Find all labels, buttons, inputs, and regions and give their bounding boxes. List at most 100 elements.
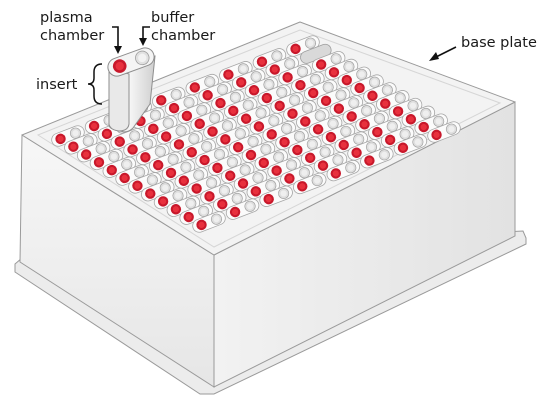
- buffer-chamber-well: [162, 117, 174, 129]
- well: [156, 123, 191, 145]
- plasma-chamber-well: [418, 121, 429, 133]
- plasma-chamber-well: [325, 131, 337, 143]
- buffer-chamber-well: [322, 81, 334, 93]
- buffer-chamber-well: [353, 133, 365, 145]
- well: [182, 138, 216, 161]
- well: [161, 159, 196, 181]
- well: [225, 198, 260, 220]
- well: [267, 157, 301, 179]
- plasma-chamber-well: [367, 90, 378, 101]
- label-buffer-line2: chamber: [151, 28, 215, 44]
- plasma-chamber-well: [152, 159, 164, 171]
- plasma-chamber-well: [333, 103, 345, 114]
- plasma-chamber-well: [274, 100, 285, 112]
- plasma-chamber-well: [250, 186, 262, 197]
- plasma-chamber-well: [237, 178, 249, 189]
- plasma-chamber-well: [248, 85, 260, 96]
- buffer-chamber-well: [265, 180, 277, 192]
- well: [360, 147, 394, 169]
- buffer-chamber-well: [301, 102, 313, 114]
- insert-front-face: [108, 67, 130, 132]
- plasma-chamber-well: [397, 142, 409, 153]
- buffer-chamber-well: [373, 112, 385, 125]
- plasma-chamber-well: [114, 136, 125, 147]
- plasma-chamber-well: [168, 102, 180, 114]
- plasma-chamber-well: [140, 152, 151, 163]
- plasma-chamber-well: [292, 144, 303, 156]
- plasma-chamber-well: [93, 157, 105, 168]
- buffer-chamber-well: [210, 213, 223, 225]
- well: [334, 131, 368, 153]
- buffer-chamber-well: [445, 123, 458, 135]
- well: [326, 159, 360, 182]
- well: [311, 50, 346, 73]
- base-plate-arrowhead: [429, 52, 439, 61]
- plasma-chamber-well: [232, 142, 244, 153]
- buffer-chamber-well: [134, 166, 146, 178]
- plasma-chamber-well: [160, 131, 172, 142]
- insert-buffer-chamber: [135, 50, 150, 66]
- well: [296, 107, 330, 130]
- well: [380, 126, 415, 148]
- buffer-chamber-well: [198, 205, 210, 217]
- buffer-chamber-well: [369, 76, 381, 88]
- plasma-chamber-well: [199, 154, 210, 166]
- plasma-chamber-well: [217, 198, 228, 210]
- plasma-chamber-well: [256, 56, 268, 67]
- dialysis-insert[interactable]: [105, 45, 156, 133]
- plasma-chamber-well: [284, 173, 295, 184]
- plasma-chamber-well: [380, 98, 391, 109]
- buffer-chamber-well: [221, 120, 234, 132]
- buffer-chamber-well: [314, 110, 326, 122]
- plasma-chamber-well: [317, 160, 329, 171]
- buffer-chamber-well: [386, 120, 398, 132]
- well: [427, 121, 461, 143]
- plasma-chamber-well: [258, 157, 269, 169]
- buffer-chamber-well: [330, 53, 342, 65]
- well: [286, 35, 320, 57]
- plasma-chamber-well: [204, 191, 215, 202]
- plasma-chamber-well: [88, 120, 100, 132]
- well: [236, 105, 271, 127]
- plasma-chamber-well: [212, 162, 223, 174]
- well: [324, 58, 359, 81]
- well: [224, 97, 258, 119]
- buffer-chamber-well: [345, 162, 357, 174]
- buffer-chamber-well: [159, 182, 171, 194]
- well: [293, 172, 327, 195]
- well: [278, 63, 312, 86]
- plasma-chamber-well: [330, 168, 342, 179]
- well: [350, 74, 384, 96]
- plasma-chamber-well: [290, 43, 301, 55]
- plasma-chamber-well: [364, 155, 375, 166]
- buffer-chamber-well: [250, 71, 262, 83]
- well: [123, 135, 157, 158]
- plasma-chamber-well: [354, 82, 365, 94]
- well: [128, 172, 162, 194]
- buffer-chamber-well: [201, 140, 213, 153]
- well: [270, 92, 304, 114]
- buffer-chamber-well: [394, 92, 406, 104]
- plasma-chamber-well: [392, 106, 404, 117]
- buffer-chamber-well: [311, 175, 323, 187]
- plasma-chamber-well: [297, 181, 308, 192]
- buffer-chamber-well: [213, 148, 226, 160]
- plasma-chamber-well: [55, 133, 66, 145]
- buffer-chamber-arrowhead: [139, 38, 147, 46]
- buffer-chamber-well: [304, 37, 317, 49]
- buffer-chamber-well: [298, 167, 310, 179]
- well: [164, 94, 199, 116]
- plasma-chamber-well: [80, 149, 92, 160]
- well: [368, 118, 402, 140]
- plasma-chamber-well: [328, 67, 340, 78]
- well: [401, 105, 436, 128]
- buffer-chamber-well: [69, 127, 82, 139]
- well: [148, 151, 183, 173]
- buffer-chamber-well: [193, 169, 205, 181]
- label-insert: insert: [36, 77, 78, 93]
- plasma-chamber-well: [186, 147, 197, 158]
- plasma-chamber-well: [359, 119, 370, 130]
- plasma-chamber-well: [279, 136, 290, 148]
- insert-plasma-chamber: [112, 59, 127, 73]
